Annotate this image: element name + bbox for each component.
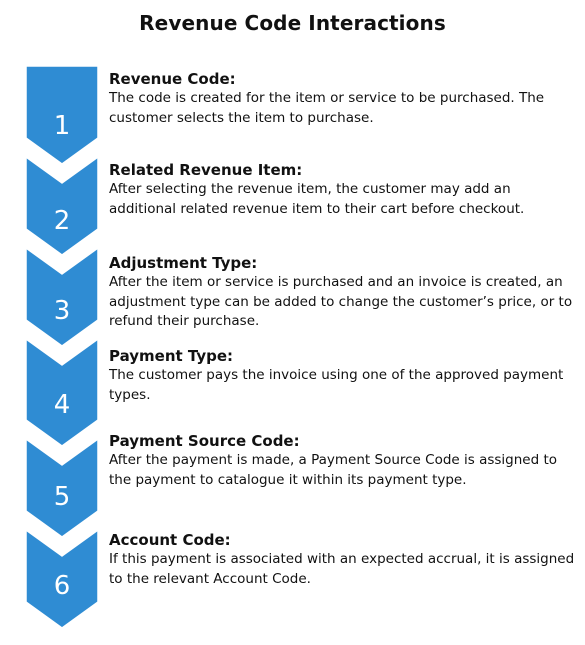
step-description: The code is created for the item or serv… <box>109 90 545 126</box>
chevron-step-2: 2 <box>25 155 99 256</box>
chevron-step-3: 3 <box>25 246 99 347</box>
step-description: After the payment is made, a Payment Sou… <box>109 452 558 488</box>
step-text-2: Related Revenue Item: After selecting th… <box>109 160 579 219</box>
step-text-5: Payment Source Code: After the payment i… <box>109 431 579 490</box>
chevron-step-1: 1 <box>25 65 99 165</box>
step-heading: Payment Type: <box>109 347 234 365</box>
chevron-step-5: 5 <box>25 437 99 538</box>
step-heading: Adjustment Type: <box>109 254 258 272</box>
step-heading: Related Revenue Item: <box>109 161 303 179</box>
chevron-step-6: 6 <box>25 528 99 629</box>
step-text-3: Adjustment Type: After the item or servi… <box>109 253 579 332</box>
step-description: The customer pays the invoice using one … <box>109 367 564 403</box>
step-number-2: 2 <box>54 206 71 236</box>
step-number-5: 5 <box>54 482 71 512</box>
step-number-1: 1 <box>54 111 71 141</box>
step-number-6: 6 <box>54 571 71 601</box>
step-number-3: 3 <box>54 296 71 326</box>
step-description: After the item or service is purchased a… <box>109 274 573 329</box>
step-description: After selecting the revenue item, the cu… <box>109 181 525 217</box>
step-heading: Payment Source Code: <box>109 432 300 450</box>
step-text-6: Account Code: If this payment is associa… <box>109 530 579 589</box>
step-description: If this payment is associated with an ex… <box>109 551 575 587</box>
chevron-step-4: 4 <box>25 337 99 447</box>
step-number-4: 4 <box>54 390 71 420</box>
step-heading: Revenue Code: <box>109 70 236 88</box>
step-text-4: Payment Type: The customer pays the invo… <box>109 346 579 405</box>
step-heading: Account Code: <box>109 531 231 549</box>
step-text-1: Revenue Code: The code is created for th… <box>109 69 579 128</box>
diagram-title: Revenue Code Interactions <box>139 11 446 35</box>
